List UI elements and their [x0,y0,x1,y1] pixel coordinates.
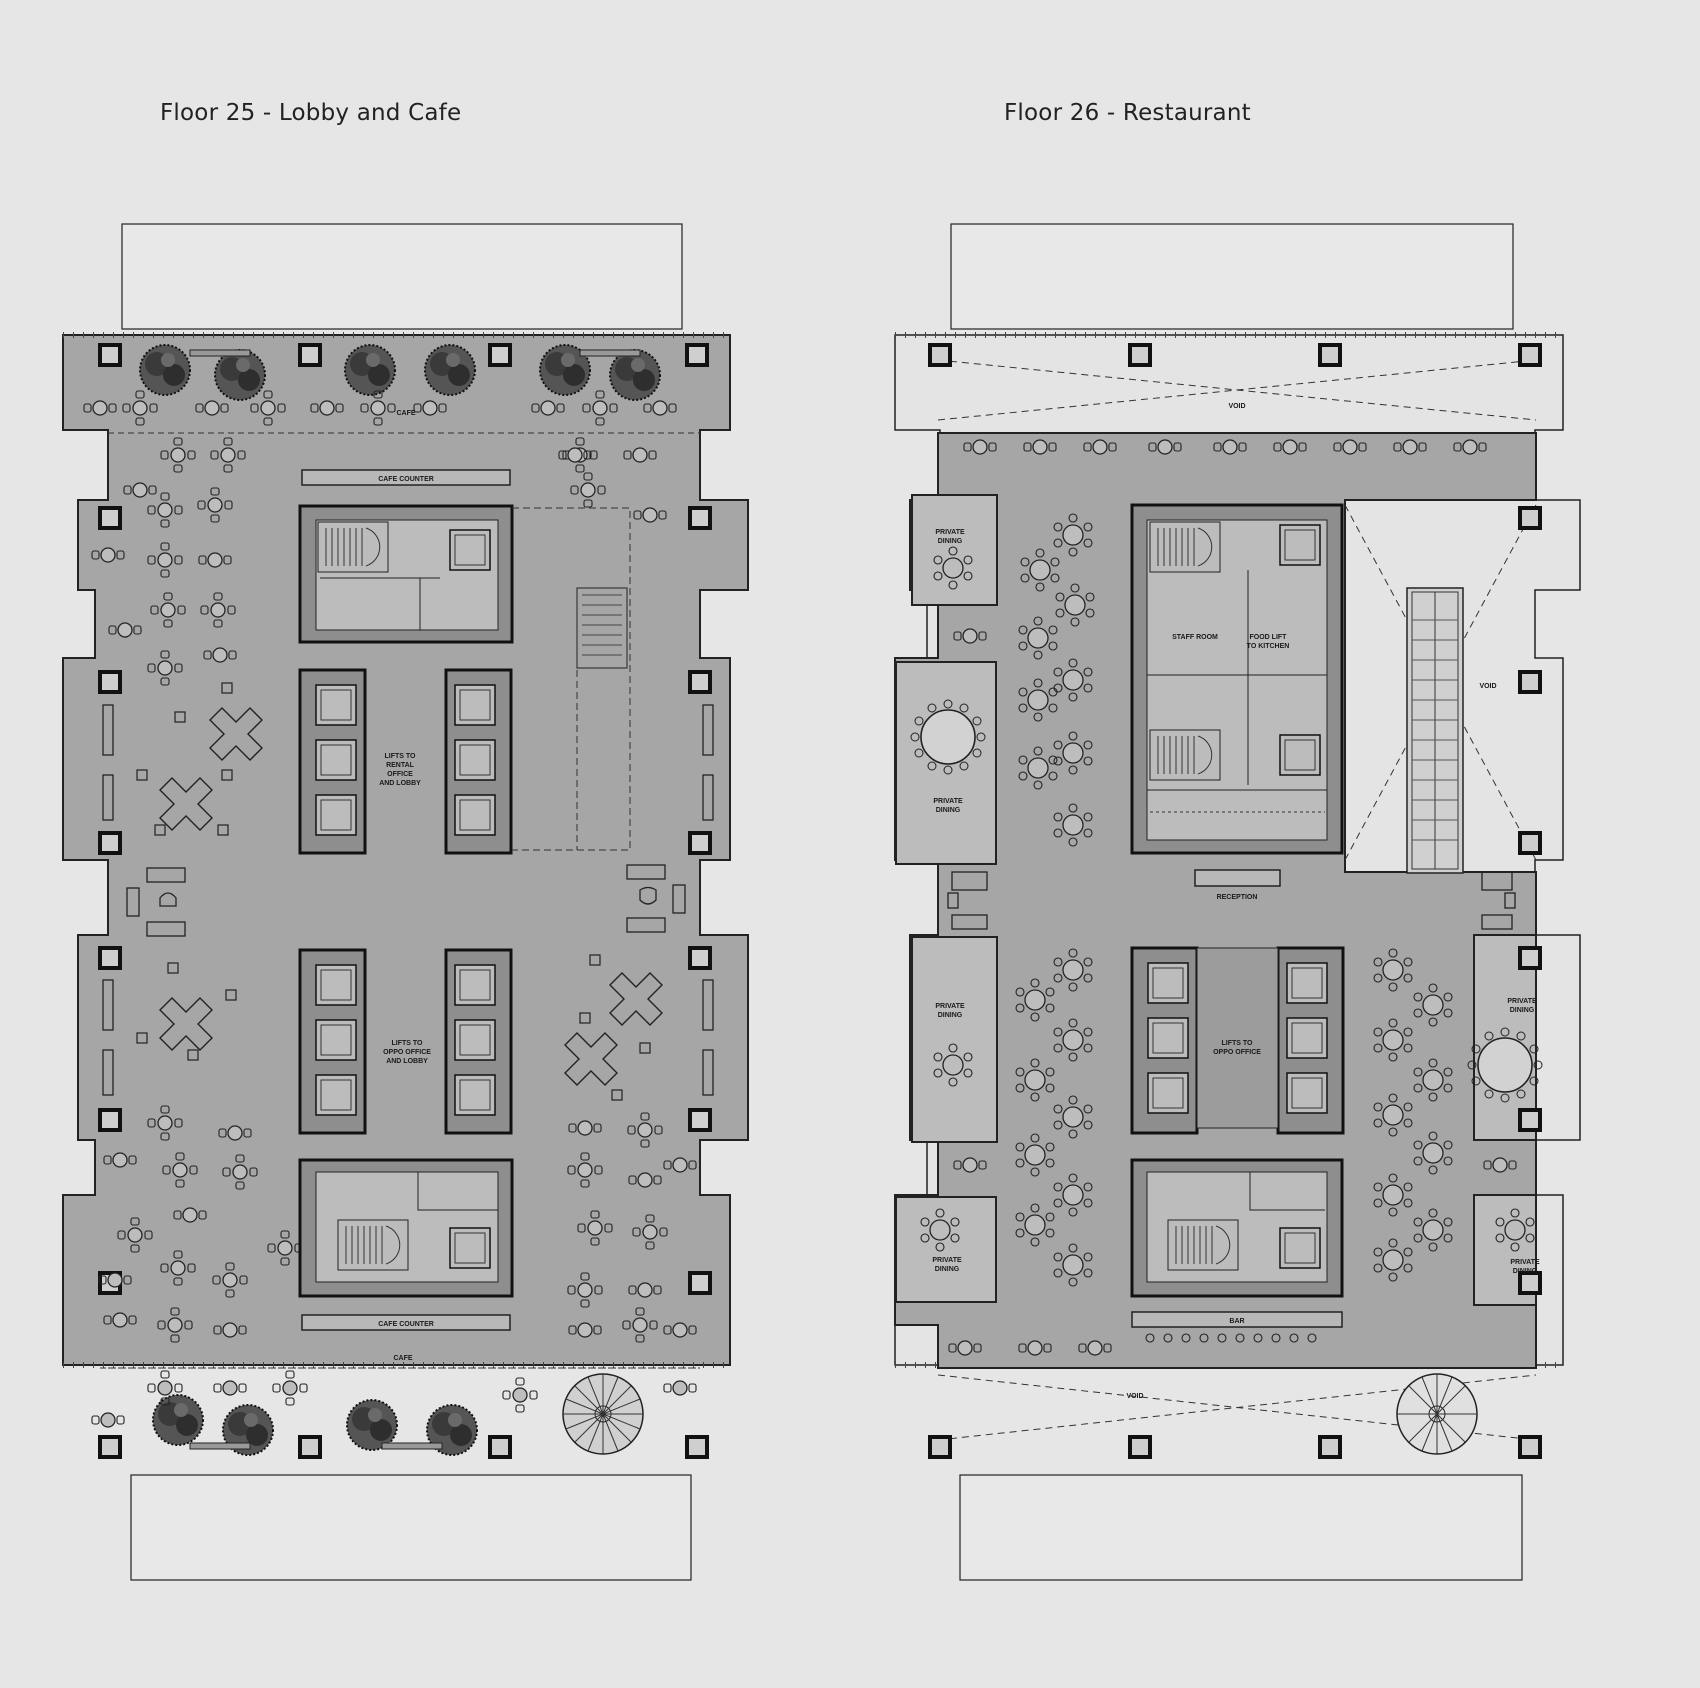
cafe-counter-bottom-label: CAFE COUNTER [378,1321,434,1328]
bar-label: BAR [1229,1318,1244,1325]
cafe-bottom-label: CAFE [393,1355,412,1362]
void-right-label: VOID [1479,683,1496,690]
cafe-top-label: CAFE [396,410,415,417]
void-top-label: VOID [1228,403,1245,410]
floor-26-title: Floor 26 - Restaurant [1004,100,1251,126]
floor-25-plan: CAFE COUNTER CAFE COUNTER CAFE CAFE LIFT… [62,223,749,1581]
void-bottom-label: VOID [1126,1393,1143,1400]
reception-label: RECEPTION [1217,894,1258,901]
cafe-counter-top-label: CAFE COUNTER [378,476,434,483]
floor-25-title: Floor 25 - Lobby and Cafe [160,100,462,126]
staff-room-label: STAFF ROOM [1172,634,1218,641]
